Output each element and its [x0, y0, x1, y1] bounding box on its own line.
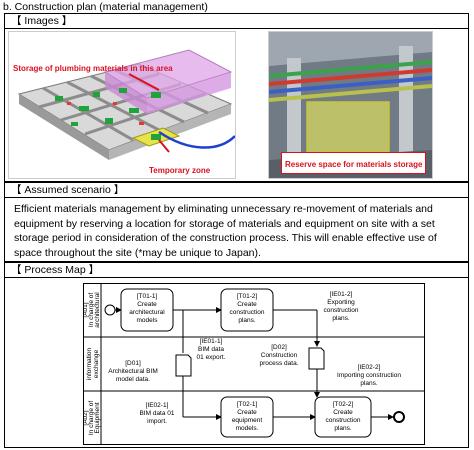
lane-a02-label: [A02]In charge ofEquipment — [83, 401, 101, 436]
process-map-heading: 【 Process Map 】 — [5, 263, 468, 278]
page-title: b. Construction plan (material managemen… — [3, 1, 208, 13]
scenario-heading: 【 Assumed scenario 】 — [5, 183, 468, 198]
start-event — [104, 304, 116, 316]
reserve-space-illustration — [269, 32, 432, 178]
plumbing-model-illustration — [17, 49, 235, 160]
scenario-section: 【 Assumed scenario 】 Efficient materials… — [4, 182, 469, 262]
document-d01 — [175, 354, 192, 377]
process-map-section: 【 Process Map 】 [A01]In charge ofarchite… — [4, 262, 469, 448]
scenario-text: Efficient materials management by elimin… — [14, 203, 437, 259]
reserve-space-image: Reserve space for materials storage — [268, 31, 433, 179]
document-d02 — [308, 347, 325, 370]
end-event — [393, 411, 405, 423]
images-heading: 【 Images 】 — [5, 14, 468, 29]
reserve-callout: Reserve space for materials storage — [285, 160, 423, 169]
plumbing-storage-image: Storage of plumbing materials in this ar… — [8, 31, 236, 179]
process-map-diagram: [A01]In charge ofarchitectural informati… — [83, 283, 425, 445]
lane-a01-label: [A01]In charge ofarchitectural — [83, 292, 101, 328]
reserve-callout-box: Reserve space for materials storage — [281, 152, 427, 174]
storage-callout: Storage of plumbing materials in this ar… — [13, 64, 173, 73]
temporary-zone-callout: Temporary zone — [149, 166, 211, 175]
lane-info-label: informationexchange — [86, 348, 100, 381]
images-section: 【 Images 】 — [4, 13, 469, 182]
